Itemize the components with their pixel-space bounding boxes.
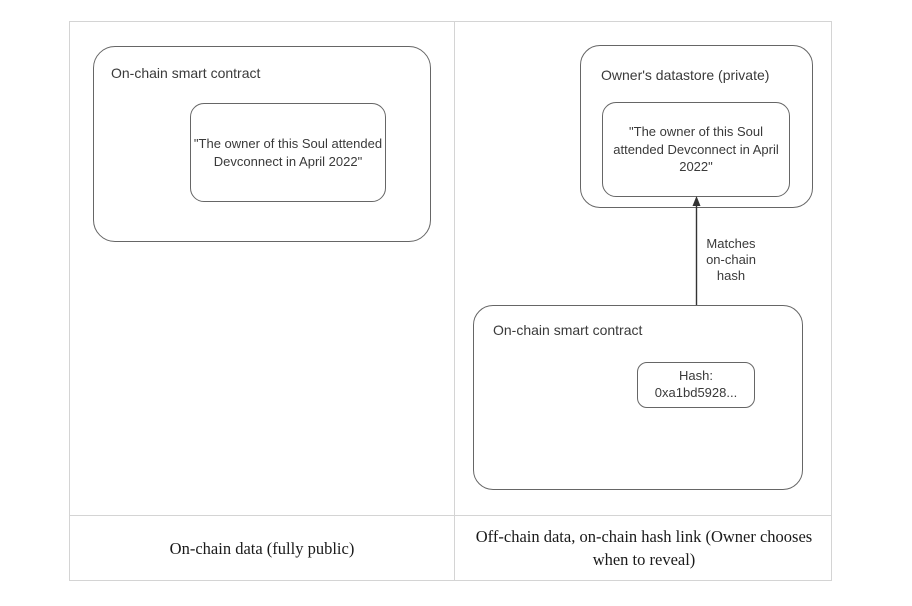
- left-panel-caption: On-chain data (fully public): [169, 538, 355, 558]
- matches-hash-arrow-label: Matches on-chain hash: [706, 236, 756, 283]
- claim-statement-box-left: "The owner of this Soul attended Devconn…: [190, 103, 386, 202]
- private-claim-text: "The owner of this Soul attended Devconn…: [613, 124, 779, 175]
- column-divider: [454, 22, 455, 580]
- hash-label: Hash:: [679, 368, 713, 384]
- right-panel-caption: Off-chain data, on-chain hash link (Owne…: [475, 527, 813, 569]
- hash-value: 0xa1bd5928...: [654, 385, 738, 400]
- private-claim-box: "The owner of this Soul attended Devconn…: [602, 102, 790, 197]
- claim-statement-text-left: "The owner of this Soul attended Devconn…: [193, 135, 383, 169]
- owners-datastore-label: Owner's datastore (private): [601, 67, 770, 83]
- hash-box: Hash: 0xa1bd5928...: [637, 362, 755, 408]
- caption-row-divider: [70, 515, 831, 516]
- onchain-contract-label-right: On-chain smart contract: [493, 322, 643, 338]
- onchain-contract-label-left: On-chain smart contract: [111, 65, 261, 81]
